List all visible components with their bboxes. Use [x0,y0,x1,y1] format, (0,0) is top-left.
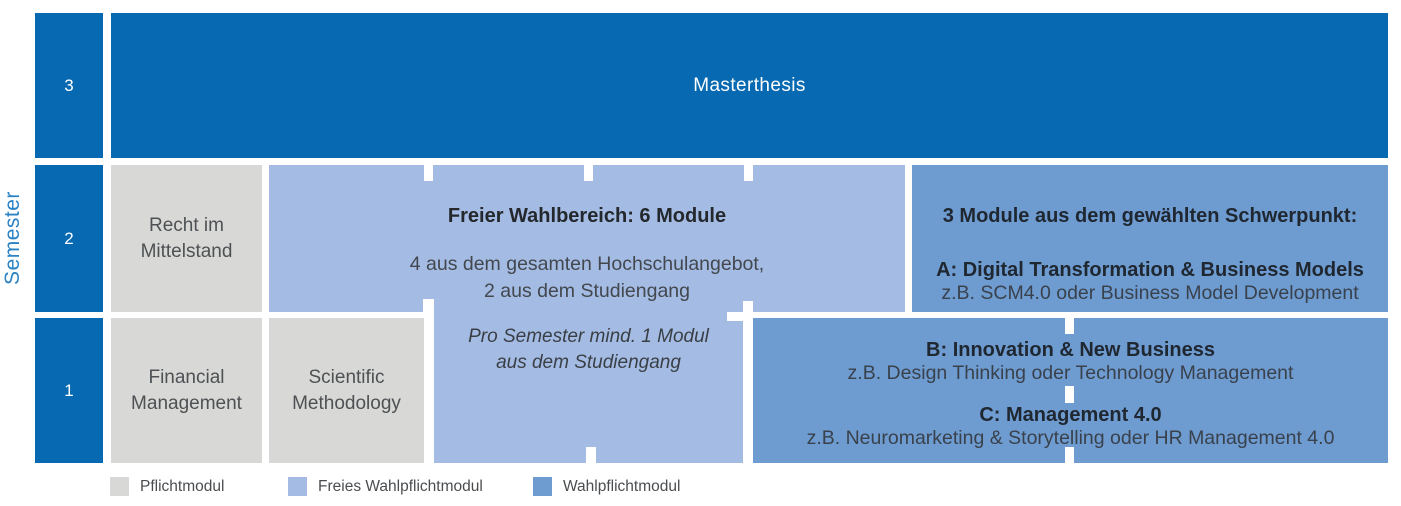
notch-bottom-center [586,447,596,463]
schwerpunkt-option-c: C: Management 4.0 z.B. Neuromarketing & … [753,404,1388,450]
legend-item-pflichtmodul: Pflichtmodul [110,477,280,496]
notch-top-1 [424,165,433,181]
freier-wahlbereich-note: Pro Semester mind. 1 Modul aus dem Studi… [434,324,743,376]
semester-number-3: 3 [64,75,74,95]
freier-wahlbereich-note-line1: Pro Semester mind. 1 Modul [468,326,709,347]
schwerpunkt-option-b: B: Innovation & New Business z.B. Design… [753,339,1388,385]
notch-junction-right-horizontal [727,312,743,321]
legend-swatch-pflichtmodul [110,477,129,496]
scientific-label: Scientific Methodology [292,366,401,414]
semester-axis-label: Semester [1,191,24,285]
option-a-title: A: Digital Transformation & Business Mod… [936,259,1364,281]
semester-box-2: 2 [35,165,103,312]
module-recht-im-mittelstand: Recht im Mittelstand [111,165,262,312]
module-freier-wahlbereich: Freier Wahlbereich: 6 Module 4 aus dem g… [269,165,905,312]
notch-junction-left [423,299,434,312]
freier-wahlbereich-subtitle-line1: 4 aus dem gesamten Hochschulangebot, [409,253,765,275]
notch-schwerpunkt-middle [1065,386,1074,403]
freier-wahlbereich-title: Freier Wahlbereich: 6 Module [447,205,727,227]
legend-swatch-wahlpflichtmodul [533,477,552,496]
option-b-title: B: Innovation & New Business [926,339,1215,361]
semester-number-1: 1 [64,380,74,400]
legend-item-freies-wahlpflichtmodul: Freies Wahlpflichtmodul [288,477,518,496]
module-financial-management: Financial Management [111,318,262,463]
legend-label-wahlpflichtmodul: Wahlpflichtmodul [563,478,681,495]
semester-box-3: 3 [35,13,103,158]
legend-label-pflichtmodul: Pflichtmodul [140,478,225,495]
module-freier-wahlbereich-semester1: Pro Semester mind. 1 Modul aus dem Studi… [434,312,743,463]
freier-wahlbereich-note-line2: aus dem Studiengang [496,352,681,373]
option-c-example: z.B. Neuromarketing & Storytelling oder … [806,427,1335,449]
schwerpunkt-option-a: A: Digital Transformation & Business Mod… [912,259,1388,305]
module-schwerpunkt-semester1: B: Innovation & New Business z.B. Design… [753,318,1388,463]
option-b-example: z.B. Design Thinking oder Technology Man… [847,362,1294,384]
notch-junction-right [743,301,753,312]
notch-top-3 [744,165,753,181]
module-scientific-methodology: Scientific Methodology [269,318,424,463]
freier-wahlbereich-subtitle-line2: 2 aus dem Studiengang [484,280,690,302]
financial-label: Financial Management [131,366,242,414]
semester-number-2: 2 [64,228,74,248]
legend-item-wahlpflichtmodul: Wahlpflichtmodul [533,477,733,496]
module-schwerpunkt-semester2: 3 Module aus dem gewählten Schwerpunkt: … [912,165,1388,312]
freier-wahlbereich-subtitle: 4 aus dem gesamten Hochschulangebot, 2 a… [269,251,905,305]
masterthesis-label: Masterthesis [693,74,806,96]
legend-swatch-freies-wahlpflichtmodul [288,477,307,496]
semester-box-1: 1 [35,318,103,463]
schwerpunkt-title: 3 Module aus dem gewählten Schwerpunkt: [942,205,1358,227]
legend-label-freies-wahlpflichtmodul: Freies Wahlpflichtmodul [318,478,483,495]
notch-top-2 [584,165,593,181]
notch-schwerpunkt-bottom [1065,447,1074,463]
recht-label: Recht im Mittelstand [140,214,233,262]
notch-schwerpunkt-top [1065,318,1074,334]
option-a-example: z.B. SCM4.0 oder Business Model Developm… [941,282,1359,304]
option-c-title: C: Management 4.0 [979,404,1162,426]
module-masterthesis: Masterthesis [111,13,1388,158]
